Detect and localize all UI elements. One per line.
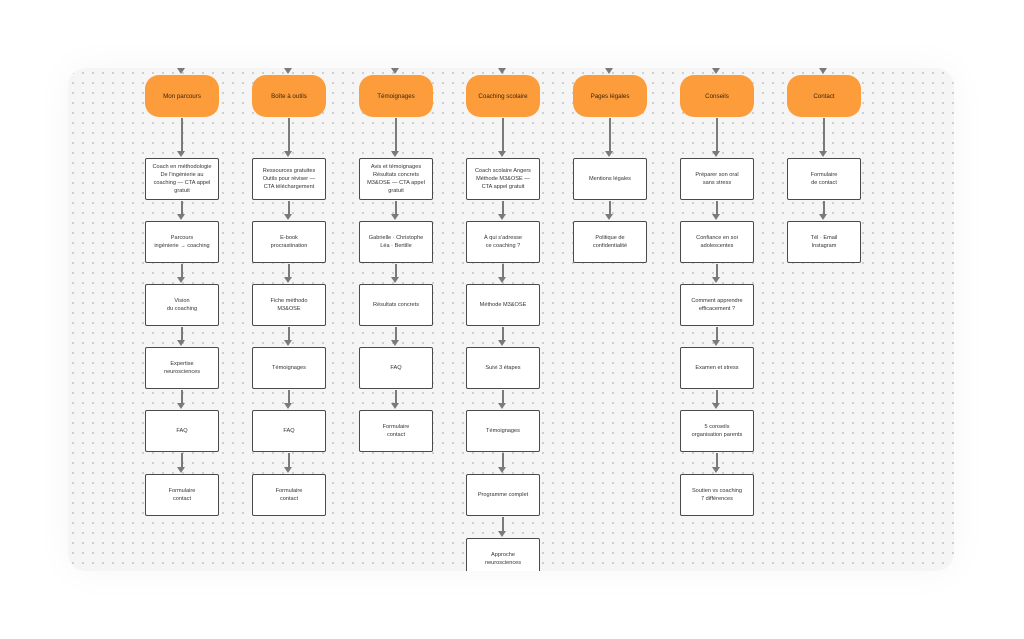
connector-arrow [284,201,292,220]
page-node[interactable]: Confiance en soi adolescentes [680,221,754,263]
page-node[interactable]: Suivi 3 étapes [466,347,540,389]
connector-arrow [177,118,185,157]
section-header[interactable]: Mon parcours [145,75,219,117]
incoming-arrow [391,68,399,74]
connector-arrow [284,327,292,346]
connector-arrow [498,453,506,473]
incoming-arrow [498,68,506,74]
page-node[interactable]: Gabrielle · Christophe Léa · Bertille [359,221,433,263]
incoming-arrow [177,68,185,74]
page-node[interactable]: Coach scolaire Angers Méthode M3&OSE — C… [466,158,540,200]
section-header[interactable]: Témoignages [359,75,433,117]
connector-arrow [498,390,506,409]
page-node[interactable]: Vision du coaching [145,284,219,326]
connector-arrow [284,390,292,409]
connector-arrow [498,517,506,537]
page-node[interactable]: Soutien vs coaching 7 différences [680,474,754,516]
connector-arrow [712,118,720,157]
page-node[interactable]: Formulaire contact [359,410,433,452]
page-node[interactable]: Programme complet [466,474,540,516]
page-node[interactable]: Avis et témoignages Résultats concrets M… [359,158,433,200]
connector-arrow [177,390,185,409]
connector-arrow [712,201,720,220]
connector-arrow [391,327,399,346]
connector-arrow [391,118,399,157]
connector-arrow [712,390,720,409]
connector-arrow [498,118,506,157]
incoming-arrow [284,68,292,74]
connector-arrow [391,264,399,283]
connector-arrow [605,201,613,220]
page-node[interactable]: FAQ [145,410,219,452]
incoming-arrow [819,68,827,74]
page-node[interactable]: Formulaire contact [145,474,219,516]
connector-arrow [177,453,185,473]
page-node[interactable]: Mentions légales [573,158,647,200]
page-node[interactable]: Formulaire de contact [787,158,861,200]
connector-arrow [712,264,720,283]
page-node[interactable]: FAQ [252,410,326,452]
connector-arrow [819,201,827,220]
connector-arrow [498,201,506,220]
connector-arrow [177,201,185,220]
section-header[interactable]: Boîte à outils [252,75,326,117]
connector-arrow [605,118,613,157]
page-node[interactable]: Témoignages [466,410,540,452]
page-node[interactable]: Coach en méthodologie De l'ingénierie au… [145,158,219,200]
section-header[interactable]: Coaching scolaire [466,75,540,117]
page-node[interactable]: À qui s'adresse ce coaching ? [466,221,540,263]
page-node[interactable]: Tél · Email Instagram [787,221,861,263]
page-node[interactable]: Expertise neurosciences [145,347,219,389]
section-header[interactable]: Pages légales [573,75,647,117]
page-node[interactable]: Parcours ingénierie → coaching [145,221,219,263]
connector-arrow [712,327,720,346]
page-node[interactable]: Ressources gratuites Outils pour réviser… [252,158,326,200]
page-node[interactable]: Préparer son oral sans stress [680,158,754,200]
page-node[interactable]: Résultats concrets [359,284,433,326]
page-node[interactable]: Fiche méthodo M3&OSE [252,284,326,326]
page-node[interactable]: Approche neurosciences [466,538,540,571]
page-node[interactable]: E-book procrastination [252,221,326,263]
page-node[interactable]: Examen et stress [680,347,754,389]
connector-arrow [177,327,185,346]
page-node[interactable]: Formulaire contact [252,474,326,516]
connector-arrow [284,118,292,157]
connector-arrow [498,327,506,346]
page-node[interactable]: Témoignages [252,347,326,389]
page-node[interactable]: Politique de confidentialité [573,221,647,263]
incoming-arrow [605,68,613,74]
connector-arrow [177,264,185,283]
incoming-arrow [712,68,720,74]
connector-arrow [284,264,292,283]
section-header[interactable]: Contact [787,75,861,117]
page-node[interactable]: 5 conseils organisation parents [680,410,754,452]
connector-arrow [498,264,506,283]
connector-arrow [712,453,720,473]
connector-arrow [391,390,399,409]
page-node[interactable]: FAQ [359,347,433,389]
section-header[interactable]: Conseils [680,75,754,117]
page-node[interactable]: Méthode M3&OSE [466,284,540,326]
connector-arrow [391,201,399,220]
connector-arrow [284,453,292,473]
connector-arrow [819,118,827,157]
page-node[interactable]: Comment apprendre efficacement ? [680,284,754,326]
